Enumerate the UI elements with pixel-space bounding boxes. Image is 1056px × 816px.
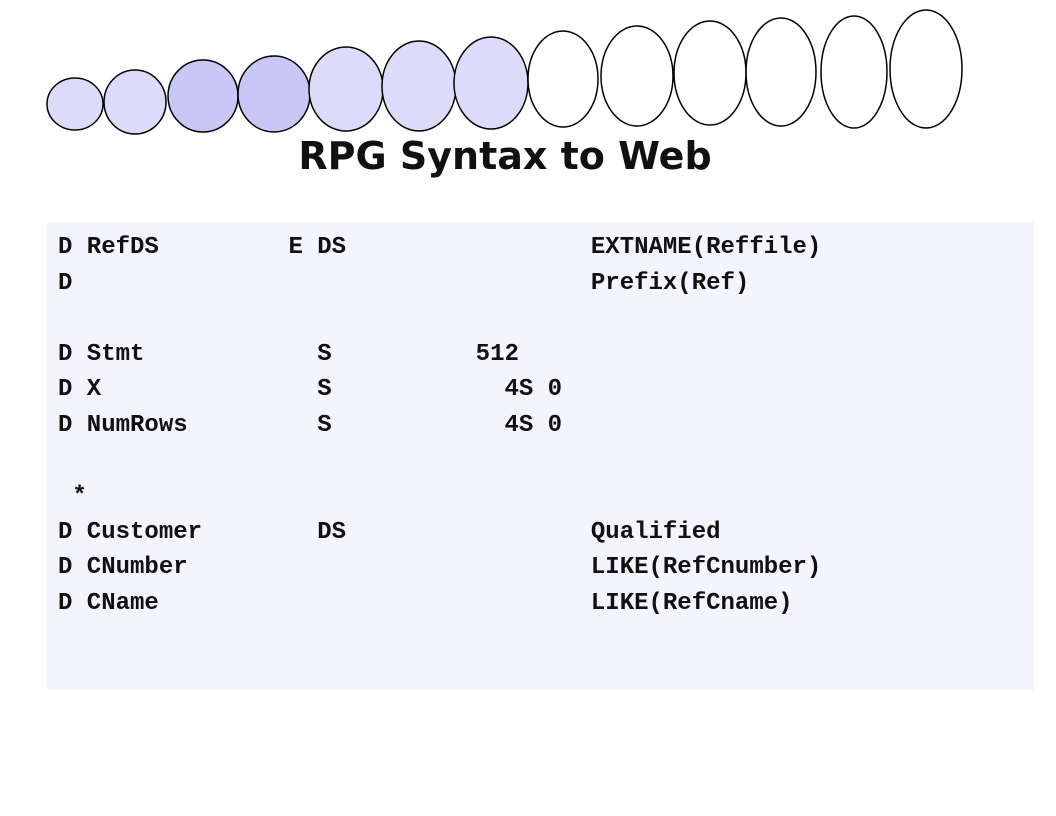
code-block-background [47, 222, 1034, 690]
decorative-oval [103, 69, 167, 135]
decorative-oval [889, 9, 963, 129]
code-line: D NumRows S 4S 0 [58, 411, 563, 439]
slide-title: RPG Syntax to Web [298, 134, 712, 178]
decorative-oval [453, 36, 529, 130]
code-line: D CNumber LIKE(RefCnumber) [58, 554, 822, 582]
code-line: D RefDS E DS EXTNAME(Reffile) [58, 234, 822, 261]
code-line: * [58, 483, 87, 511]
decorative-oval [381, 40, 457, 132]
decorative-oval [46, 77, 104, 131]
decorative-oval [527, 30, 599, 128]
code-line: D Customer DS Qualified [58, 518, 721, 546]
code-line: D CName LIKE(RefCname) [58, 589, 793, 617]
decorative-oval [237, 55, 311, 133]
code-block: D RefDS E DS EXTNAME(Reffile) D Prefix(Re… [58, 230, 821, 622]
code-line [58, 301, 821, 337]
code-line: D Prefix(Ref) [58, 269, 750, 297]
decorative-oval [820, 15, 888, 129]
code-line: D Stmt S 512 [58, 340, 519, 368]
decorative-oval [167, 59, 239, 133]
code-line [58, 444, 821, 480]
decorative-oval [308, 46, 384, 132]
oval-chain-decoration [46, 9, 963, 135]
decorative-oval [600, 25, 674, 127]
code-line: D X S 4S 0 [58, 376, 563, 404]
decorative-oval [745, 17, 817, 127]
decorative-oval [673, 20, 747, 126]
